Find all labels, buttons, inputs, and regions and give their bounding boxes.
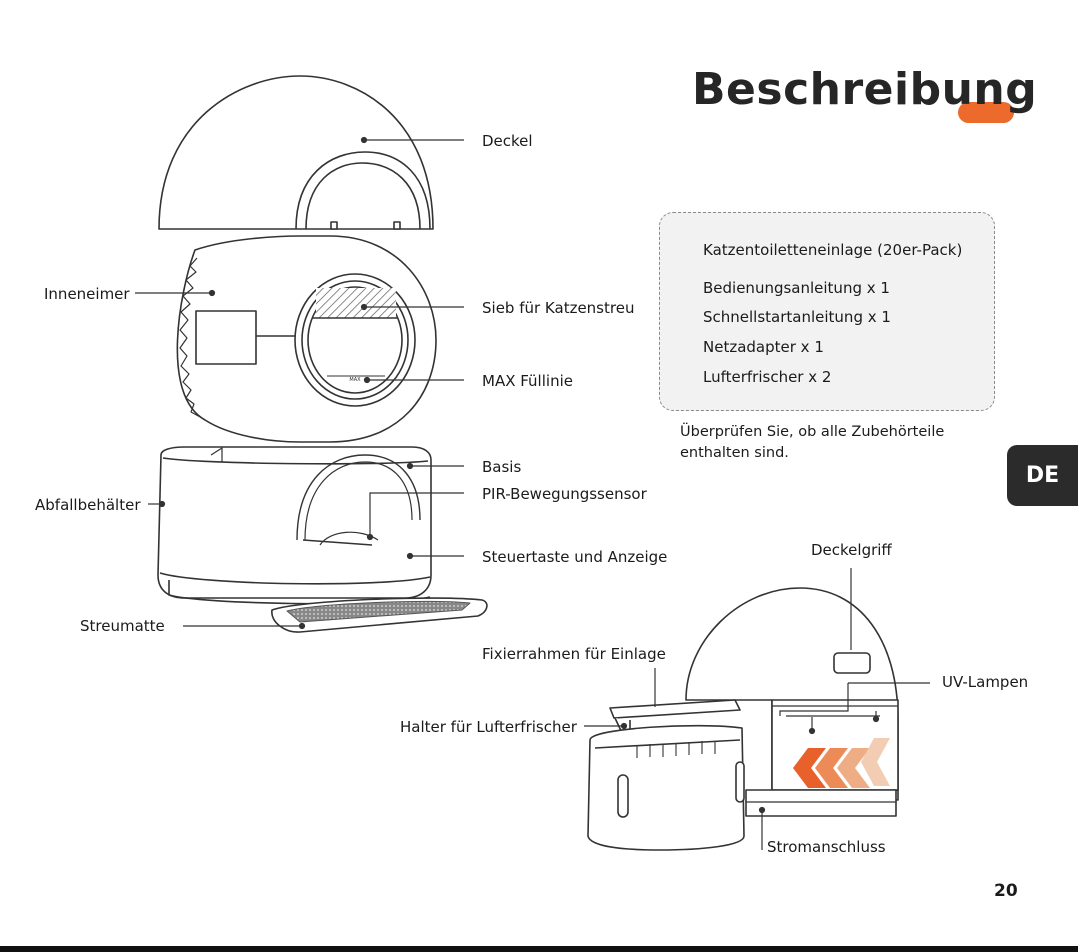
title-accent-bar (958, 102, 1014, 123)
label-deckel: Deckel (482, 132, 533, 150)
label-basis: Basis (482, 458, 522, 476)
label-uv-lampen: UV-Lampen (942, 673, 1029, 691)
label-pir-sensor: PIR-Bewegungssensor (482, 485, 647, 503)
language-tab: DE (1007, 445, 1078, 506)
label-sieb: Sieb für Katzenstreu (482, 299, 635, 317)
bottom-rule (0, 946, 1078, 952)
device-open-illustration (587, 587, 899, 851)
label-deckelgriff: Deckelgriff (811, 541, 892, 559)
leader-lines (135, 136, 930, 850)
label-max-fuellinie: MAX Füllinie (482, 372, 573, 390)
accessory-note: Überprüfen Sie, ob alle Zubehörteile ent… (680, 424, 945, 461)
accessory-box: Katzentoiletteneinlage (20er-Pack) Bedie… (659, 212, 995, 411)
inner-drum-illustration: MAX (176, 235, 437, 443)
lid-illustration (158, 75, 434, 230)
label-halter-lufterfrischer: Halter für Lufterfrischer (400, 718, 577, 736)
label-inneneimer: Inneneimer (44, 285, 130, 303)
accessory-item-quickstart: Schnellstartanleitung x 1 (703, 308, 891, 326)
label-streumatte: Streumatte (80, 617, 165, 635)
label-abfallbehaelter: Abfallbehälter (35, 496, 141, 514)
accessory-item-liner: Katzentoiletteneinlage (20er-Pack) (703, 241, 963, 259)
page-number: 20 (994, 881, 1018, 901)
accessory-item-freshener: Lufterfrischer x 2 (703, 368, 832, 386)
accessory-item-manual: Bedienungsanleitung x 1 (703, 279, 890, 297)
label-steuertaste: Steuertaste und Anzeige (482, 548, 668, 566)
svg-text:MAX: MAX (349, 377, 361, 383)
accessory-item-adapter: Netzadapter x 1 (703, 338, 824, 356)
label-fixierrahmen: Fixierrahmen für Einlage (482, 645, 666, 663)
litter-mat-illustration (271, 597, 488, 633)
base-illustration (157, 446, 432, 605)
page-title: Beschreibung (692, 64, 1038, 115)
label-stromanschluss: Stromanschluss (767, 838, 886, 856)
